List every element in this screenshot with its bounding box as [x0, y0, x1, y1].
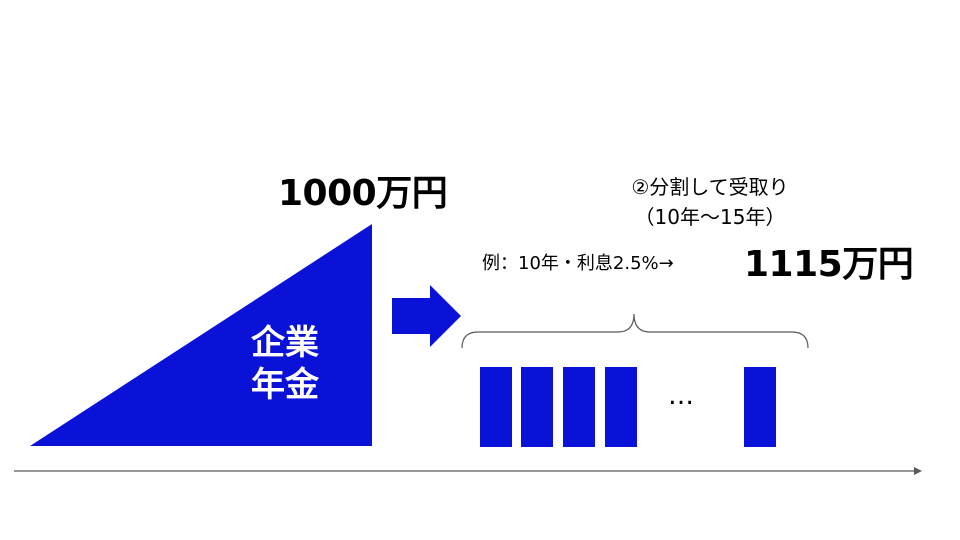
installment-bar [744, 367, 776, 447]
installment-bar [521, 367, 553, 447]
caption-line2: （10年〜15年） [634, 205, 786, 229]
flow-arrow-icon [392, 285, 461, 347]
example-note: 例：10年・利息2.5%→ [482, 253, 674, 274]
caption-line1: ②分割して受取り [631, 175, 789, 199]
pension-label-line1: 企業 [251, 323, 319, 363]
total-amount: 1115万円 [744, 244, 914, 285]
arrow-right-icon [914, 467, 922, 475]
pension-label: 企業 年金 [230, 322, 340, 406]
installment-bar [480, 367, 512, 447]
installment-bar [605, 367, 637, 447]
pension-triangle [30, 224, 372, 446]
pension-label-line2: 年金 [251, 365, 319, 405]
ellipsis: … [668, 381, 696, 411]
installment-bar [563, 367, 595, 447]
installment-caption: ②分割して受取り （10年〜15年） [565, 172, 855, 232]
lump-sum-amount: 1000万円 [278, 173, 448, 214]
brace-icon [461, 313, 809, 349]
